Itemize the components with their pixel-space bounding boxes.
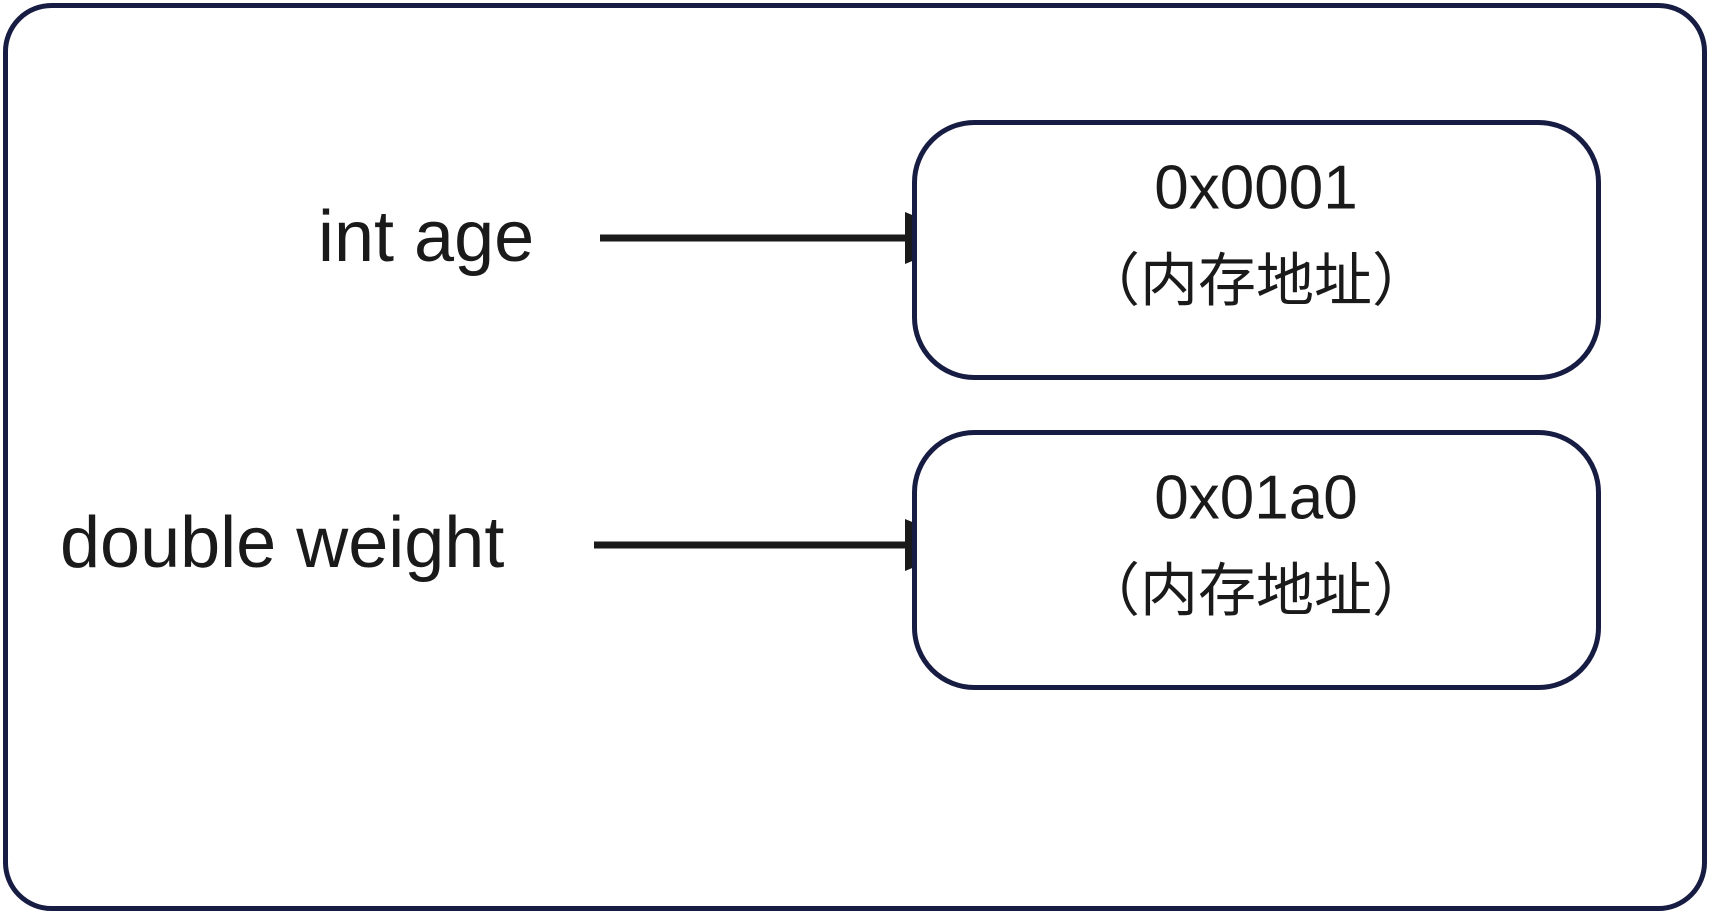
variable-label-double-weight: double weight: [60, 503, 504, 583]
variable-label-int-age: int age: [318, 197, 534, 277]
memory-address-value-2: 0x01a0: [1154, 463, 1357, 532]
memory-address-value-1: 0x0001: [1154, 153, 1357, 222]
memory-box-int-age: [912, 120, 1601, 380]
memory-address-caption-1: （内存地址）: [1082, 248, 1430, 313]
memory-address-caption-2: （内存地址）: [1082, 558, 1430, 623]
memory-box-double-weight: [912, 430, 1601, 690]
